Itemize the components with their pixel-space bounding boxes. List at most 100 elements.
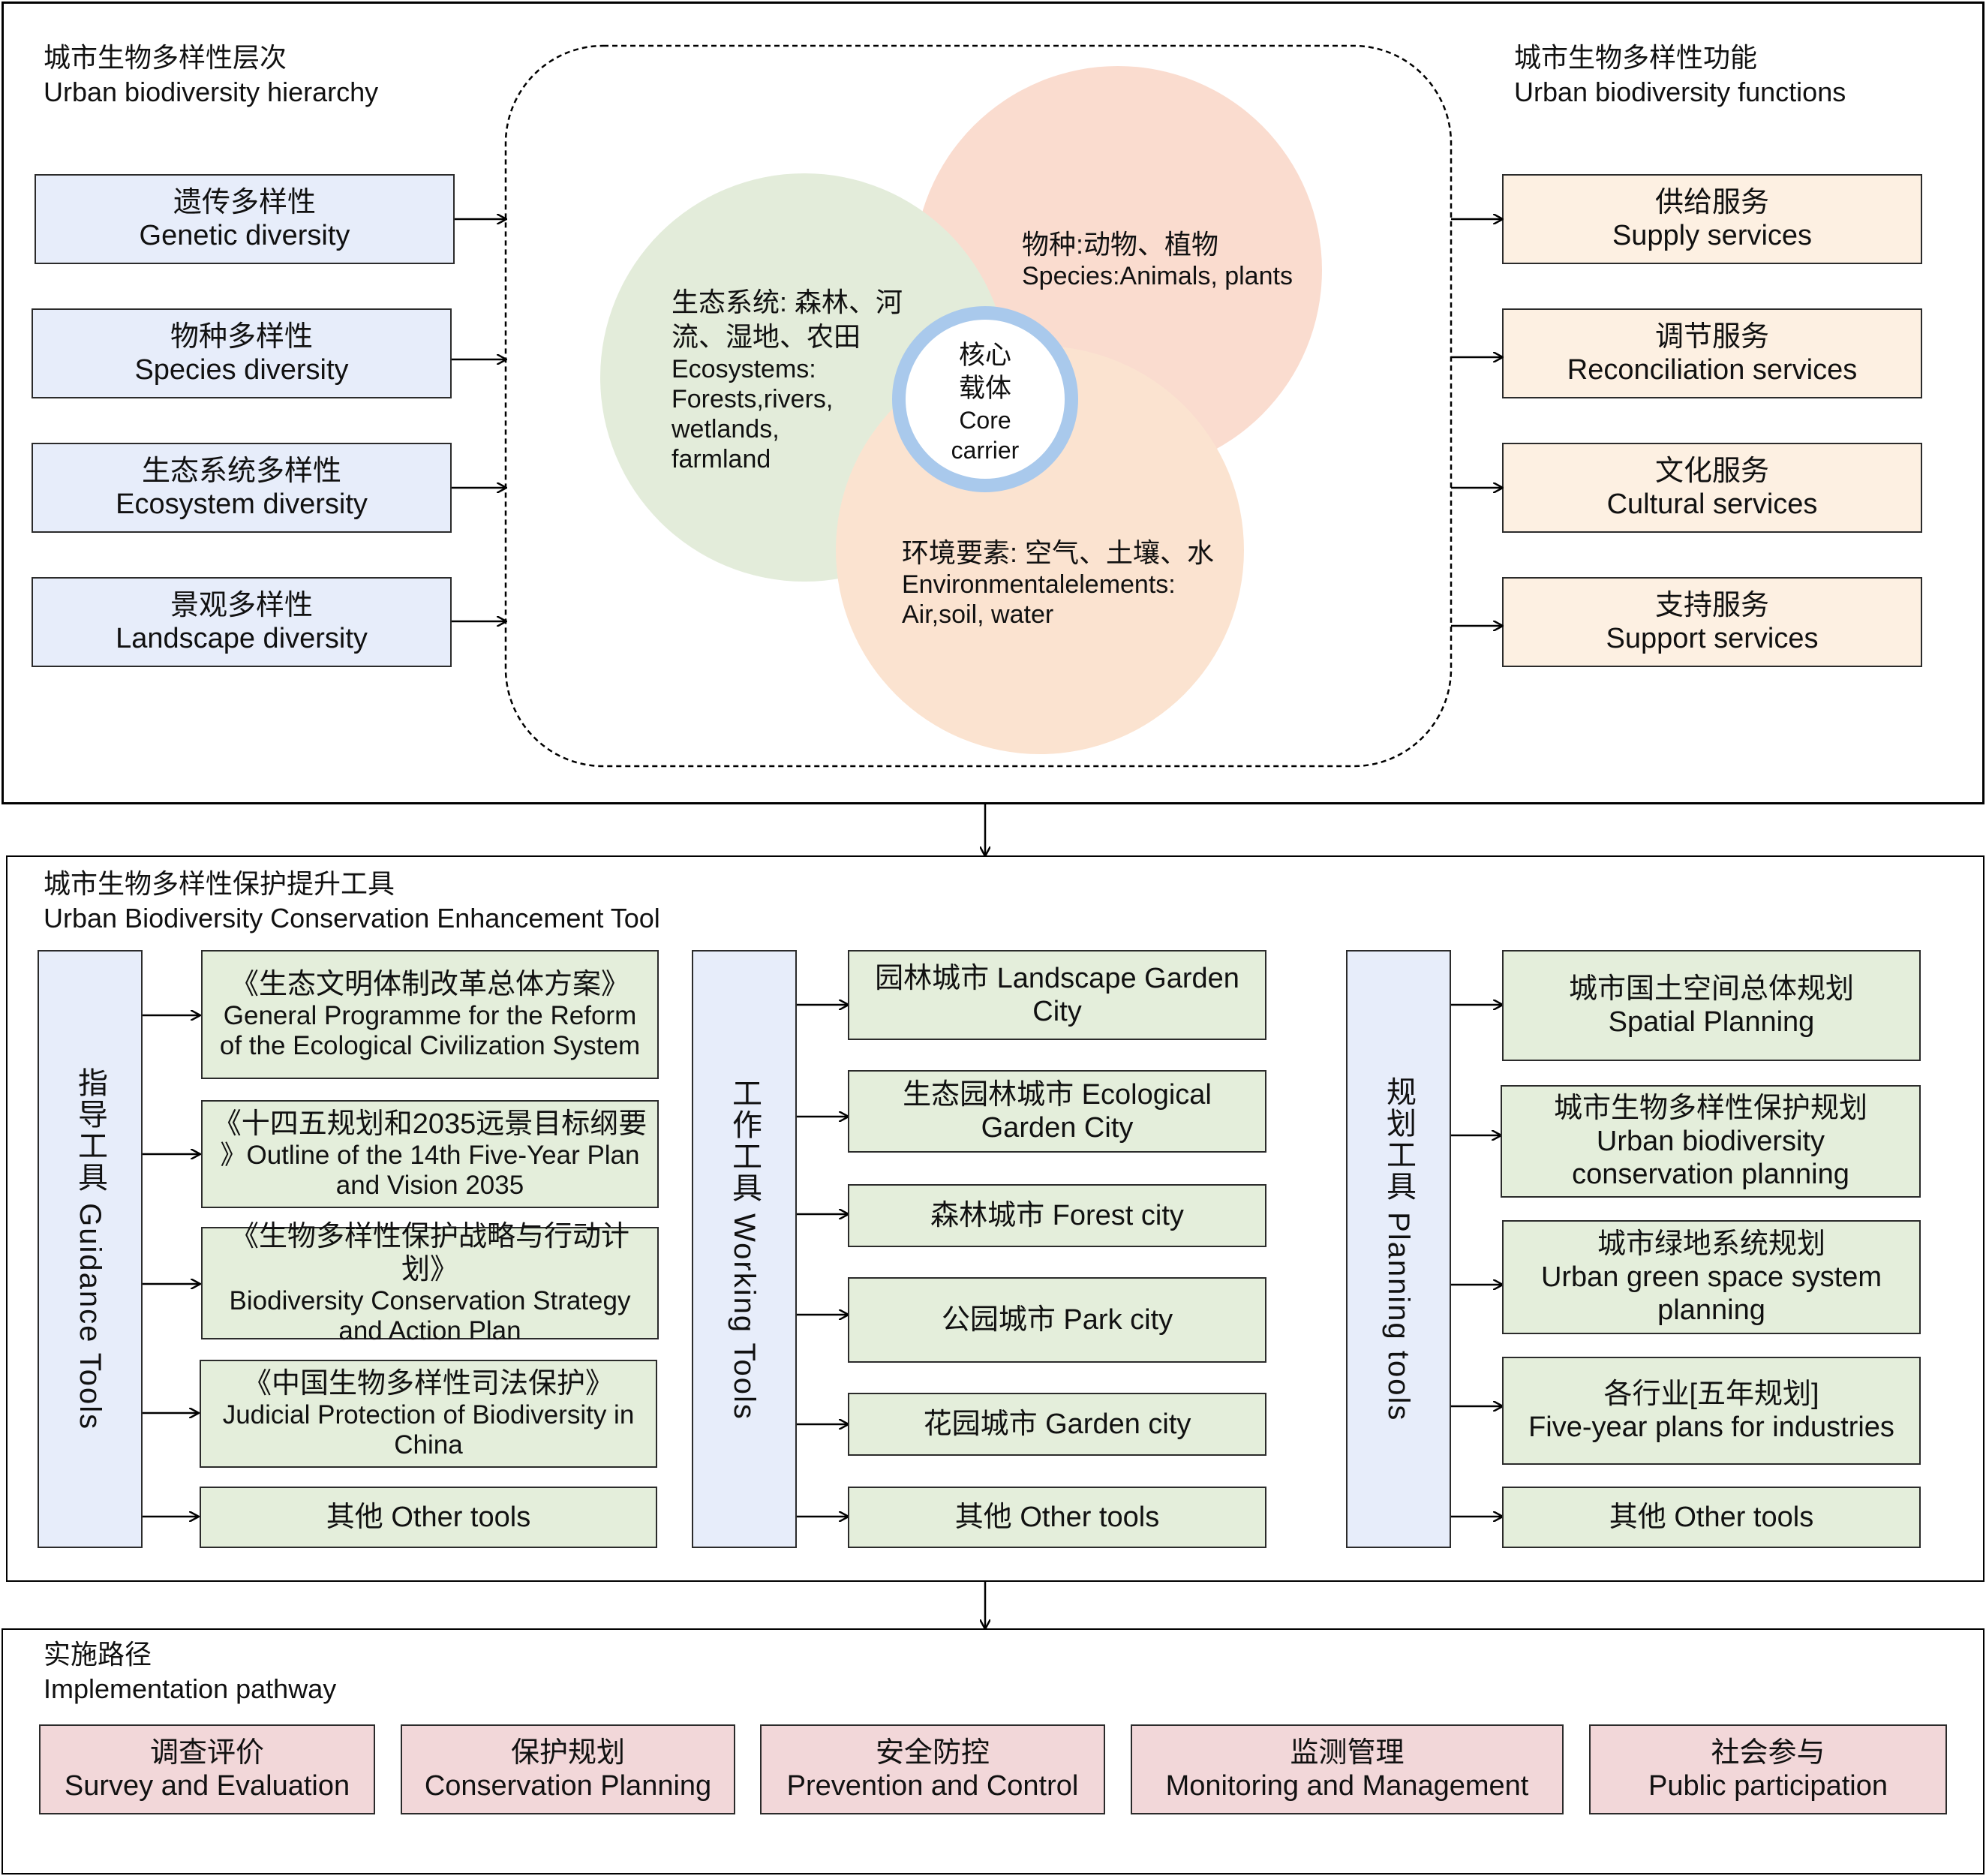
tools-title: 城市生物多样性保护提升工具 Urban Biodiversity Conserv…	[44, 867, 660, 936]
core-carrier-text: 核心 载体 Core carrier	[918, 339, 1053, 465]
item-line: Garden City	[981, 1112, 1134, 1144]
item-line: City	[1032, 996, 1082, 1027]
guidance-item-1: 《生态文明体制改革总体方案》 General Programme for the…	[201, 950, 659, 1079]
core-line: Core	[959, 407, 1011, 434]
item-line: General Programme for the Reform	[223, 1001, 637, 1030]
item-line: 各行业[五年规划]	[1603, 1378, 1819, 1410]
item-line: 园林城市 Landscape Garden	[875, 963, 1239, 994]
hierarchy-box-species: 物种多样性 Species diversity	[32, 308, 452, 398]
hierarchy-zh: 生态系统多样性	[141, 455, 341, 487]
function-box-supply: 供给服务 Supply services	[1502, 174, 1922, 264]
environment-line: 环境要素: 空气、土壤、水	[902, 537, 1215, 568]
item-line: Spatial Planning	[1608, 1006, 1815, 1038]
working-item-4: 公园城市 Park city	[848, 1277, 1266, 1363]
working-item-3: 森林城市 Forest city	[848, 1184, 1266, 1247]
hierarchy-en: Landscape diversity	[116, 623, 368, 654]
item-line: Five-year plans for industries	[1528, 1412, 1894, 1443]
implementation-title-zh: 实施路径	[44, 1639, 152, 1670]
function-box-support: 支持服务 Support services	[1502, 577, 1922, 667]
working-item-1: 园林城市 Landscape Garden City	[848, 950, 1266, 1040]
planning-tools-bar: 规划工具 Planning tools	[1346, 950, 1451, 1548]
hierarchy-zh: 遗传多样性	[173, 187, 316, 218]
pathway-monitoring: 监测管理 Monitoring and Management	[1131, 1724, 1564, 1814]
item-line: Urban biodiversity	[1596, 1126, 1825, 1157]
species-line: 物种:动物、植物	[1022, 229, 1219, 260]
item-line: 城市绿地系统规划	[1597, 1228, 1825, 1260]
guidance-item-2: 《十四五规划和2035远景目标纲要 》Outline of the 14th F…	[201, 1100, 659, 1208]
pathway-zh: 社会参与	[1711, 1737, 1825, 1769]
function-box-reconciliation: 调节服务 Reconciliation services	[1502, 308, 1922, 398]
item-line: Biodiversity Conservation Strategy	[229, 1286, 631, 1315]
functions-title: 城市生物多样性功能 Urban biodiversity functions	[1514, 41, 1846, 110]
item-line: Judicial Protection of Biodiversity in	[222, 1400, 635, 1430]
species-circle-text: 物种:动物、植物 Species:Animals, plants	[1022, 228, 1293, 291]
working-item-5: 花园城市 Garden city	[848, 1393, 1266, 1456]
species-line: Species:Animals, plants	[1022, 262, 1293, 290]
item-line: 》Outline of the 14th Five-Year Plan	[220, 1141, 640, 1170]
core-line: 核心	[958, 341, 1011, 370]
item-line: 其他 Other tools	[1609, 1502, 1814, 1533]
function-zh: 支持服务	[1654, 590, 1769, 621]
implementation-title: 实施路径 Implementation pathway	[44, 1637, 336, 1706]
function-en: Supply services	[1612, 220, 1813, 251]
hierarchy-box-ecosystem: 生态系统多样性 Ecosystem diversity	[32, 443, 452, 533]
guidance-item-4: 《中国生物多样性司法保护》 Judicial Protection of Bio…	[200, 1360, 657, 1468]
function-box-cultural: 文化服务 Cultural services	[1502, 443, 1922, 533]
core-ring	[892, 306, 1078, 492]
tools-title-en: Urban Biodiversity Conservation Enhancem…	[44, 903, 660, 933]
guidance-item-3: 《生物多样性保护战略与行动计划》 Biodiversity Conservati…	[201, 1221, 659, 1345]
item-line: and Action Plan	[338, 1316, 521, 1345]
hierarchy-zh: 景观多样性	[170, 590, 313, 621]
item-line: Urban green space system	[1540, 1261, 1882, 1293]
hierarchy-en: Species diversity	[134, 354, 349, 386]
item-line: 花园城市 Garden city	[923, 1409, 1191, 1440]
ecosystem-line: 流、湿地、农田	[672, 321, 861, 352]
functions-title-en: Urban biodiversity functions	[1514, 77, 1846, 107]
function-zh: 供给服务	[1654, 187, 1769, 218]
implementation-title-en: Implementation pathway	[44, 1673, 337, 1704]
item-line: 《生态文明体制改革总体方案》	[230, 969, 629, 1000]
ecosystem-line: 生态系统: 森林、河	[672, 287, 903, 317]
pathway-zh: 安全防控	[875, 1737, 990, 1769]
working-item-other: 其他 Other tools	[848, 1487, 1266, 1548]
hierarchy-title-en: Urban biodiversity hierarchy	[44, 77, 379, 107]
tools-panel	[6, 855, 1984, 1582]
function-en: Support services	[1606, 623, 1819, 654]
ecosystem-line: Forests,rivers,	[672, 385, 834, 413]
pathway-zh: 保护规划	[510, 1737, 625, 1769]
pathway-en: Conservation Planning	[424, 1770, 712, 1802]
item-line: 《十四五规划和2035远景目标纲要	[212, 1108, 647, 1140]
implementation-panel	[2, 1628, 1984, 1874]
item-line: 生态园林城市 Ecological	[903, 1079, 1212, 1111]
planning-item-other: 其他 Other tools	[1502, 1487, 1921, 1548]
item-line: of the Ecological Civilization System	[219, 1031, 641, 1060]
guidance-item-other: 其他 Other tools	[200, 1487, 657, 1548]
item-line: 其他 Other tools	[954, 1502, 1160, 1533]
item-line: and Vision 2035	[335, 1171, 524, 1200]
item-line: conservation planning	[1572, 1159, 1849, 1190]
item-line: 《生物多样性保护战略与行动计划》	[230, 1221, 629, 1285]
planning-item-2: 城市生物多样性保护规划 Urban biodiversity conservat…	[1501, 1085, 1921, 1198]
pathway-survey: 调查评价 Survey and Evaluation	[39, 1724, 375, 1814]
hierarchy-en: Genetic diversity	[139, 220, 350, 251]
working-tools-bar: 工作工具 Working Tools	[692, 950, 797, 1548]
ecosystem-line: Ecosystems:	[672, 355, 816, 383]
hierarchy-zh: 物种多样性	[170, 321, 313, 353]
item-line: 城市国土空间总体规划	[1568, 973, 1854, 1005]
hierarchy-box-landscape: 景观多样性 Landscape diversity	[32, 577, 452, 667]
hierarchy-title-zh: 城市生物多样性层次	[44, 42, 287, 73]
ecosystem-line: farmland	[672, 445, 771, 474]
pathway-zh: 监测管理	[1290, 1737, 1405, 1769]
core-line: 载体	[958, 374, 1011, 403]
planning-item-1: 城市国土空间总体规划 Spatial Planning	[1502, 950, 1921, 1061]
pathway-public: 社会参与 Public participation	[1589, 1724, 1947, 1814]
working-item-2: 生态园林城市 Ecological Garden City	[848, 1070, 1266, 1153]
item-line: 城市生物多样性保护规划	[1553, 1093, 1867, 1124]
function-zh: 文化服务	[1654, 455, 1769, 487]
pathway-en: Public participation	[1648, 1770, 1888, 1802]
environment-line: Environmentalelements:	[902, 570, 1176, 599]
function-en: Reconciliation services	[1567, 354, 1858, 386]
guidance-tools-label: 指导工具 Guidance Tools	[74, 1067, 107, 1431]
hierarchy-en: Ecosystem diversity	[116, 489, 368, 520]
